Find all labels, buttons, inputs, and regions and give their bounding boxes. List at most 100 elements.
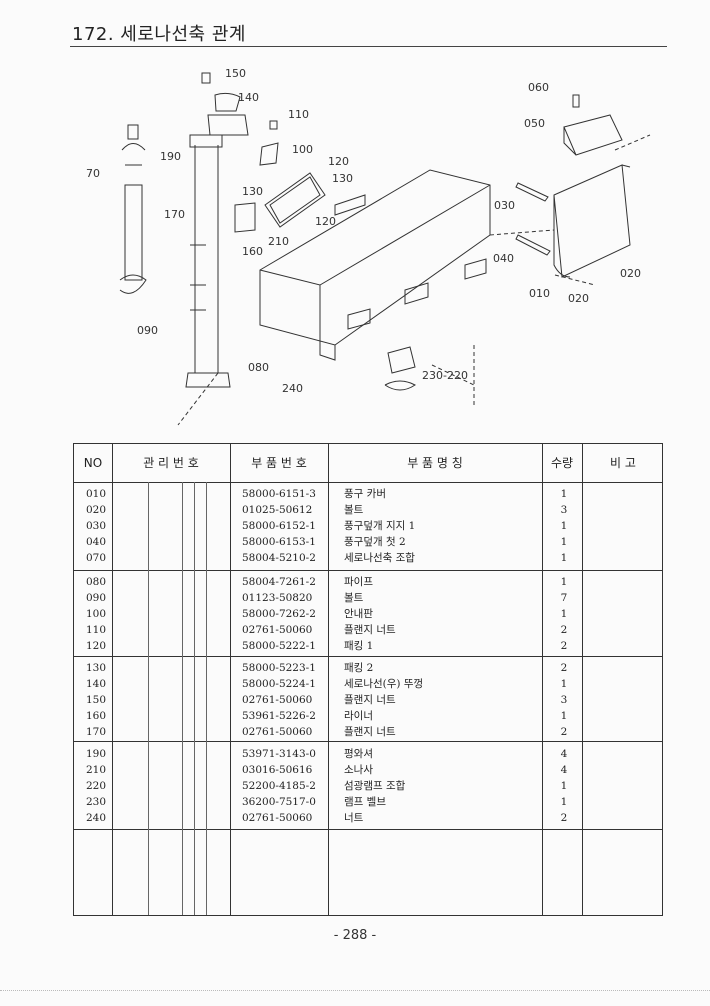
part-no-cell: 160 — [86, 710, 107, 722]
column-divider — [194, 482, 195, 915]
part-no-cell: 210 — [86, 764, 107, 776]
part-no-cell: 030 — [86, 520, 107, 532]
callout-label: 130 — [332, 172, 353, 185]
part-name-cell: 램프 벨브 — [344, 796, 386, 808]
quantity-cell: 2 — [560, 624, 568, 636]
callout-label: 190 — [160, 150, 181, 163]
part-no-cell: 070 — [86, 552, 107, 564]
housing-box-drawing — [259, 169, 491, 346]
quantity-cell: 2 — [560, 812, 568, 824]
screw-shaft-drawing — [124, 184, 143, 281]
column-divider — [542, 444, 543, 915]
part-number-cell: 58000-6152-1 — [242, 520, 316, 532]
part-number-cell: 01123-50820 — [242, 592, 313, 604]
part-no-cell: 010 — [86, 488, 107, 500]
part-number-cell: 58000-6153-1 — [242, 536, 316, 548]
group-divider — [74, 829, 662, 830]
part-number-cell: 58004-7261-2 — [242, 576, 316, 588]
quantity-cell: 1 — [560, 796, 568, 808]
part-no-cell: 130 — [86, 662, 107, 674]
quantity-cell: 2 — [560, 662, 568, 674]
column-divider — [230, 444, 231, 915]
column-divider — [582, 444, 583, 915]
header-divider — [74, 482, 662, 483]
part-number-cell: 03016-50616 — [242, 764, 313, 776]
part-no-cell: 240 — [86, 812, 107, 824]
table-row: 220 52200-4185-2 섬광램프 조합 1 — [74, 778, 662, 794]
callout-label: 030 — [494, 199, 515, 212]
page-number: - 288 - — [333, 928, 377, 943]
packing-frame-drawing — [264, 172, 326, 228]
part-name-cell: 패킹 2 — [344, 662, 374, 674]
callout-label: 240 — [282, 382, 303, 395]
callout-label: 110 — [288, 108, 309, 121]
callout-label: 050 — [524, 117, 545, 130]
group-divider — [74, 656, 662, 657]
quantity-cell: 7 — [560, 592, 568, 604]
quantity-cell: 2 — [560, 726, 568, 738]
part-number-cell: 02761-50060 — [242, 694, 313, 706]
callout-label: 210 — [268, 235, 289, 248]
part-no-cell: 220 — [86, 780, 107, 792]
table-row: 210 03016-50616 소나사 4 — [74, 762, 662, 778]
table-row: 170 02761-50060 플랜지 너트 2 — [74, 724, 662, 740]
quantity-cell: 3 — [560, 504, 568, 516]
callout-label: 010 — [529, 287, 550, 300]
part-number-cell: 53971-3143-0 — [242, 748, 316, 760]
part-no-cell: 150 — [86, 694, 107, 706]
callout-label: 230-220 — [422, 369, 468, 382]
part-name-cell: 세로나선축 조합 — [344, 552, 415, 564]
header-part-no: 부 품 번 호 — [251, 456, 307, 470]
table-row: 070 58004-5210-2 세로나선축 조합 1 — [74, 550, 662, 566]
quantity-cell: 1 — [560, 780, 568, 792]
part-name-cell: 플랜지 너트 — [344, 726, 396, 738]
part-name-cell: 패킹 1 — [344, 640, 374, 652]
table-row: 150 02761-50060 플랜지 너트 3 — [74, 692, 662, 708]
quantity-cell: 4 — [560, 748, 568, 760]
part-name-cell: 너트 — [344, 812, 364, 824]
part-no-cell: 170 — [86, 726, 107, 738]
table-row: 080 58004-7261-2 파이프 1 — [74, 574, 662, 590]
part-number-cell: 58000-7262-2 — [242, 608, 316, 620]
quantity-cell: 1 — [560, 520, 568, 532]
table-row: 140 58000-5224-1 세로나선(우) 뚜껑 1 — [74, 676, 662, 692]
callout-label: 120 — [328, 155, 349, 168]
part-no-cell: 110 — [86, 624, 107, 636]
callout-label: 040 — [493, 252, 514, 265]
quantity-cell: 1 — [560, 576, 568, 588]
callout-label: 060 — [528, 81, 549, 94]
pipe-drawing — [194, 145, 219, 373]
callout-label: 020 — [620, 267, 641, 280]
header-remarks: 비 고 — [610, 456, 636, 470]
quantity-cell: 3 — [560, 694, 568, 706]
column-divider — [328, 444, 329, 915]
part-name-cell: 소나사 — [344, 764, 373, 776]
part-number-cell: 58000-5222-1 — [242, 640, 316, 652]
part-name-cell: 볼트 — [344, 592, 364, 604]
parts-table: NO 관 리 번 호 부 품 번 호 부 품 명 칭 수량 비 고 010 58… — [73, 443, 663, 916]
part-number-cell: 52200-4185-2 — [242, 780, 316, 792]
part-name-cell: 플랜지 너트 — [344, 694, 396, 706]
callout-label: 020 — [568, 292, 589, 305]
callout-label: 120 — [315, 215, 336, 228]
part-name-cell: 풍구 카버 — [344, 488, 386, 500]
quantity-cell: 1 — [560, 552, 568, 564]
part-number-cell: 58000-5224-1 — [242, 678, 316, 690]
part-no-cell: 040 — [86, 536, 107, 548]
callout-label: 090 — [137, 324, 158, 337]
exploded-parts-diagram: 150 140 110 100 120 130 120 130 190 70 1… — [86, 67, 651, 426]
part-number-cell: 58000-6151-3 — [242, 488, 316, 500]
title-divider — [70, 46, 667, 47]
quantity-cell: 2 — [560, 640, 568, 652]
part-no-cell: 230 — [86, 796, 107, 808]
part-number-cell: 58000-5223-1 — [242, 662, 316, 674]
table-row: 120 58000-5222-1 패킹 1 2 — [74, 638, 662, 654]
callout-label: 160 — [242, 245, 263, 258]
group-divider — [74, 570, 662, 571]
table-row: 160 53961-5226-2 라이너 1 — [74, 708, 662, 724]
lamp-drawing — [387, 346, 416, 374]
table-row: 110 02761-50060 플랜지 너트 2 — [74, 622, 662, 638]
page-bottom-edge — [0, 990, 710, 991]
callout-label: 170 — [164, 208, 185, 221]
part-no-cell: 140 — [86, 678, 107, 690]
